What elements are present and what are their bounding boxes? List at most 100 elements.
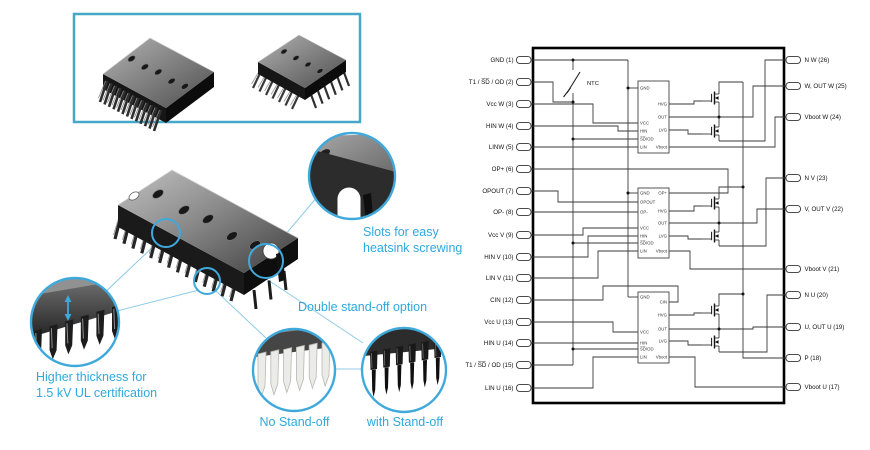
pin-lug — [516, 231, 532, 239]
junction-dot — [717, 327, 721, 331]
wire — [719, 59, 784, 142]
screw-hole — [316, 68, 324, 74]
block-pin-label: OUT — [658, 221, 667, 226]
pin-lug — [785, 113, 801, 121]
block-pin-label: OUT — [658, 115, 667, 120]
pin-lug — [785, 291, 801, 299]
block-pin-label: OUT — [658, 327, 667, 332]
block-pin-label: S̅D̅/OD — [639, 137, 653, 142]
module-outline — [531, 46, 786, 405]
heatsink-slot-left — [128, 191, 140, 201]
pin-lug — [516, 296, 532, 304]
zoom-pin-highlight — [371, 352, 373, 369]
package-pin-highlight — [147, 107, 156, 125]
junction-dot — [571, 137, 575, 141]
label-with-standoff: with Stand-off — [366, 415, 444, 429]
wire — [533, 168, 729, 194]
thickness-arrow-icon — [64, 295, 72, 321]
pin-lug — [785, 82, 801, 90]
screw-hole — [280, 48, 288, 55]
zoom-pin-highlight — [422, 343, 424, 359]
block-pin-label: LIN — [640, 355, 647, 360]
screw-hole — [226, 231, 238, 241]
block-pin-label: VCC — [640, 330, 649, 335]
package-pin — [130, 97, 140, 120]
wire — [669, 235, 702, 240]
block-pin-label: Vboot — [656, 355, 668, 360]
pin-lug — [785, 174, 801, 182]
wire — [533, 81, 573, 103]
package-pin — [112, 87, 122, 110]
wire — [669, 100, 702, 105]
block-pin-label: LIN — [640, 145, 647, 150]
pin-label-left: OP+ (6) — [492, 166, 514, 173]
block-diagram-svg: NTCGNDVCCHINS̅D̅/ODLINHVGOUTLVGVbootGNDO… — [465, 46, 847, 405]
block-pin-label: CIN — [660, 300, 667, 305]
zoom-pin-highlight — [50, 328, 53, 349]
package-pin-highlight — [102, 83, 111, 101]
wire — [718, 186, 743, 193]
package-pin — [103, 83, 113, 105]
screw-hole — [202, 214, 214, 224]
wire — [719, 294, 784, 353]
zoom-pin-highlight — [82, 318, 84, 339]
block-pin-label: LVG — [659, 234, 668, 239]
package-pin — [152, 109, 163, 132]
block-pin-label: OP- — [640, 210, 648, 215]
pin-lug — [516, 100, 532, 108]
package-pin-highlight — [116, 90, 124, 108]
pin-label-left: LINW (5) — [489, 144, 514, 151]
pin-label-left: GND (1) — [490, 57, 513, 64]
wire — [533, 227, 638, 236]
pin-lug — [516, 187, 532, 195]
zoom-pin — [295, 344, 305, 392]
junction-dot — [717, 221, 721, 225]
highlight-circle-standoff — [193, 267, 221, 295]
wire — [669, 250, 784, 270]
pin-lug — [516, 384, 532, 392]
pin-lug — [516, 318, 532, 326]
zoom-pin-tip — [397, 364, 402, 393]
pin-label-left: T1 / S̅D̅ / OD (15) — [465, 362, 513, 369]
zoom-pin-tip — [423, 359, 427, 388]
pin-label-right: P (18) — [805, 355, 822, 362]
pin-lug — [785, 383, 801, 391]
wire — [533, 103, 638, 124]
zoom-pin-tip — [384, 367, 389, 395]
pin-lug — [785, 265, 801, 273]
zoom-circle-slots — [307, 131, 397, 221]
gate-driver-block — [637, 291, 670, 364]
zoom-pin-tip — [371, 369, 376, 397]
pin-lug — [785, 354, 801, 362]
wire — [669, 312, 702, 316]
zoom-circle-thickness — [29, 276, 121, 368]
pin-label-right: U, OUT U (19) — [805, 324, 845, 331]
pin-label-left: OP- (8) — [493, 209, 513, 216]
zoom-pin — [257, 351, 267, 399]
wire — [718, 81, 743, 88]
label-slots-line1: Slots for easy — [363, 225, 439, 239]
zoom-pin-highlight — [396, 348, 398, 364]
label-thickness: Higher thickness for 1.5 kV UL certifica… — [36, 369, 157, 401]
wire — [669, 356, 784, 388]
pin-lug — [516, 165, 532, 173]
zoom-pin-highlight — [66, 323, 69, 344]
mosfet-icon — [702, 88, 720, 108]
zoom-pin-tip — [410, 362, 415, 390]
block-pin-label: HVG — [658, 102, 668, 107]
gate-driver-block — [637, 80, 670, 154]
junction-dot — [717, 115, 721, 119]
block-pin-label: S̅D̅/OD — [639, 347, 653, 352]
mosfet-icon — [702, 193, 720, 213]
zoom-pin — [270, 349, 280, 397]
package-pin — [107, 85, 118, 108]
screw-hole — [180, 83, 189, 90]
screw-hole — [152, 189, 164, 199]
screw-hole — [167, 77, 176, 85]
pin-label-left: Vcc W (3) — [486, 101, 513, 108]
package-pin-highlight — [111, 88, 120, 106]
block-pin-label: GND — [640, 86, 650, 91]
block-pin-label: HVG — [658, 313, 668, 318]
block-pin-label: Vboot — [656, 145, 668, 150]
